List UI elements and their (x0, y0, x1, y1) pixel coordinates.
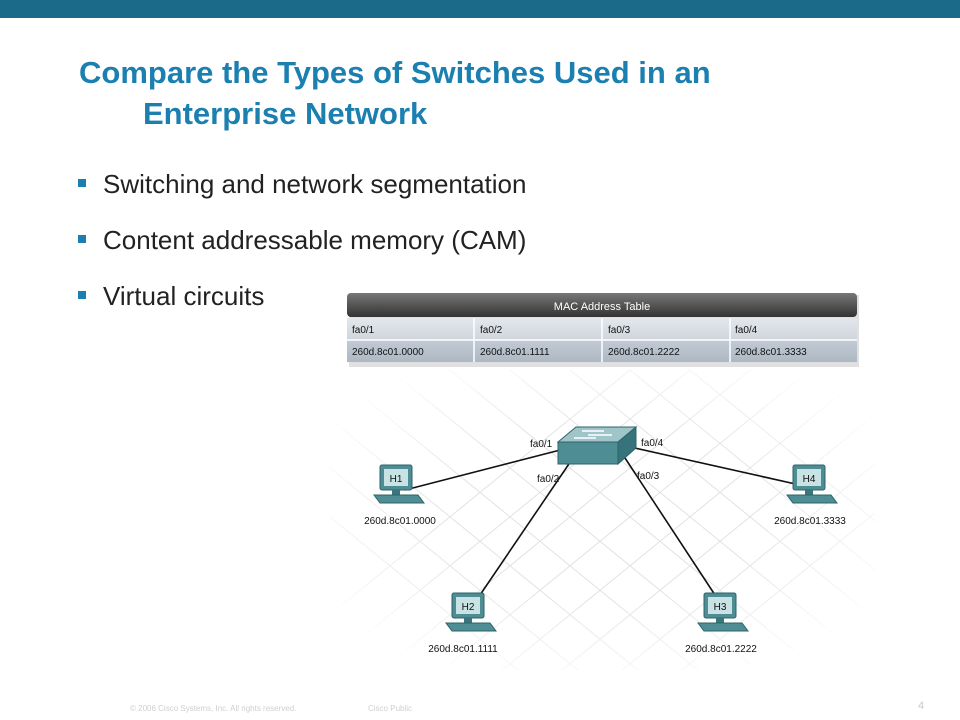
link-h3 (624, 457, 716, 596)
footer-classification: Cisco Public (368, 704, 413, 713)
table-title: MAC Address Table (554, 301, 650, 313)
computer-icon (786, 464, 838, 504)
top-banner (0, 0, 960, 18)
host-h2: H2 260d.8c01.1111 (428, 592, 498, 655)
link-h4 (629, 446, 801, 486)
table-mac-cell: 260d.8c01.3333 (735, 347, 807, 358)
page-number: 4 (918, 700, 925, 712)
bullet-text: Switching and network segmentation (103, 169, 527, 199)
host-h1: H1 260d.8c01.0000 (364, 464, 436, 527)
table-mac-cell: 260d.8c01.0000 (352, 347, 424, 358)
host-name: H2 (462, 602, 475, 613)
bullet-item: Virtual circuits (78, 276, 526, 332)
table-port-cell: fa0/3 (608, 325, 631, 336)
port-label: fa0/3 (637, 471, 660, 482)
host-h3: H3 260d.8c01.2222 (685, 592, 757, 655)
table-dividers (347, 318, 857, 362)
host-mac: 260d.8c01.2222 (685, 644, 757, 655)
bullet-text: Content addressable memory (CAM) (103, 225, 527, 255)
host-name: H1 (390, 474, 403, 485)
footer-copyright: © 2006 Cisco Systems, Inc. All rights re… (130, 704, 297, 713)
computer-icon (373, 464, 425, 504)
bullet-square-icon (78, 235, 86, 243)
host-h4: H4 260d.8c01.3333 (774, 464, 846, 527)
host-mac: 260d.8c01.1111 (428, 644, 498, 655)
bullet-square-icon (78, 291, 86, 299)
table-port-cell: fa0/4 (735, 325, 758, 336)
slide-title: Compare the Types of Switches Used in an… (79, 52, 711, 134)
mac-address-table: MAC Address Table fa0/1 fa0/2 fa0/3 fa0/… (347, 293, 859, 367)
floor-fade (330, 360, 875, 670)
network-links (404, 446, 801, 596)
computer-icon (445, 592, 497, 632)
slide-title-line-1: Compare the Types of Switches Used in an (79, 55, 711, 90)
link-h2 (479, 454, 576, 596)
host-mac: 260d.8c01.3333 (774, 516, 846, 527)
bullet-item: Switching and network segmentation (78, 164, 526, 220)
bullet-item: Content addressable memory (CAM) (78, 220, 526, 276)
table-port-cell: fa0/2 (480, 325, 503, 336)
table-header-bar (347, 293, 857, 317)
host-name: H3 (714, 602, 727, 613)
table-mac-cell: 260d.8c01.1111 (480, 347, 550, 358)
switch-diagram: MAC Address Table fa0/1 fa0/2 fa0/3 fa0/… (330, 293, 875, 670)
bullet-square-icon (78, 179, 86, 187)
port-label: fa0/1 (530, 439, 553, 450)
switch-icon (556, 425, 638, 466)
bullet-text: Virtual circuits (103, 281, 265, 311)
table-mac-cell: 260d.8c01.2222 (608, 347, 680, 358)
port-label: fa0/2 (537, 474, 560, 485)
bullet-list: Switching and network segmentation Conte… (78, 164, 526, 332)
host-mac: 260d.8c01.0000 (364, 516, 436, 527)
link-h1 (404, 447, 569, 491)
table-port-cell: fa0/1 (352, 325, 375, 336)
computer-icon (697, 592, 749, 632)
slide-title-line-2: Enterprise Network (143, 96, 428, 131)
port-label: fa0/4 (641, 438, 664, 449)
host-name: H4 (803, 474, 816, 485)
